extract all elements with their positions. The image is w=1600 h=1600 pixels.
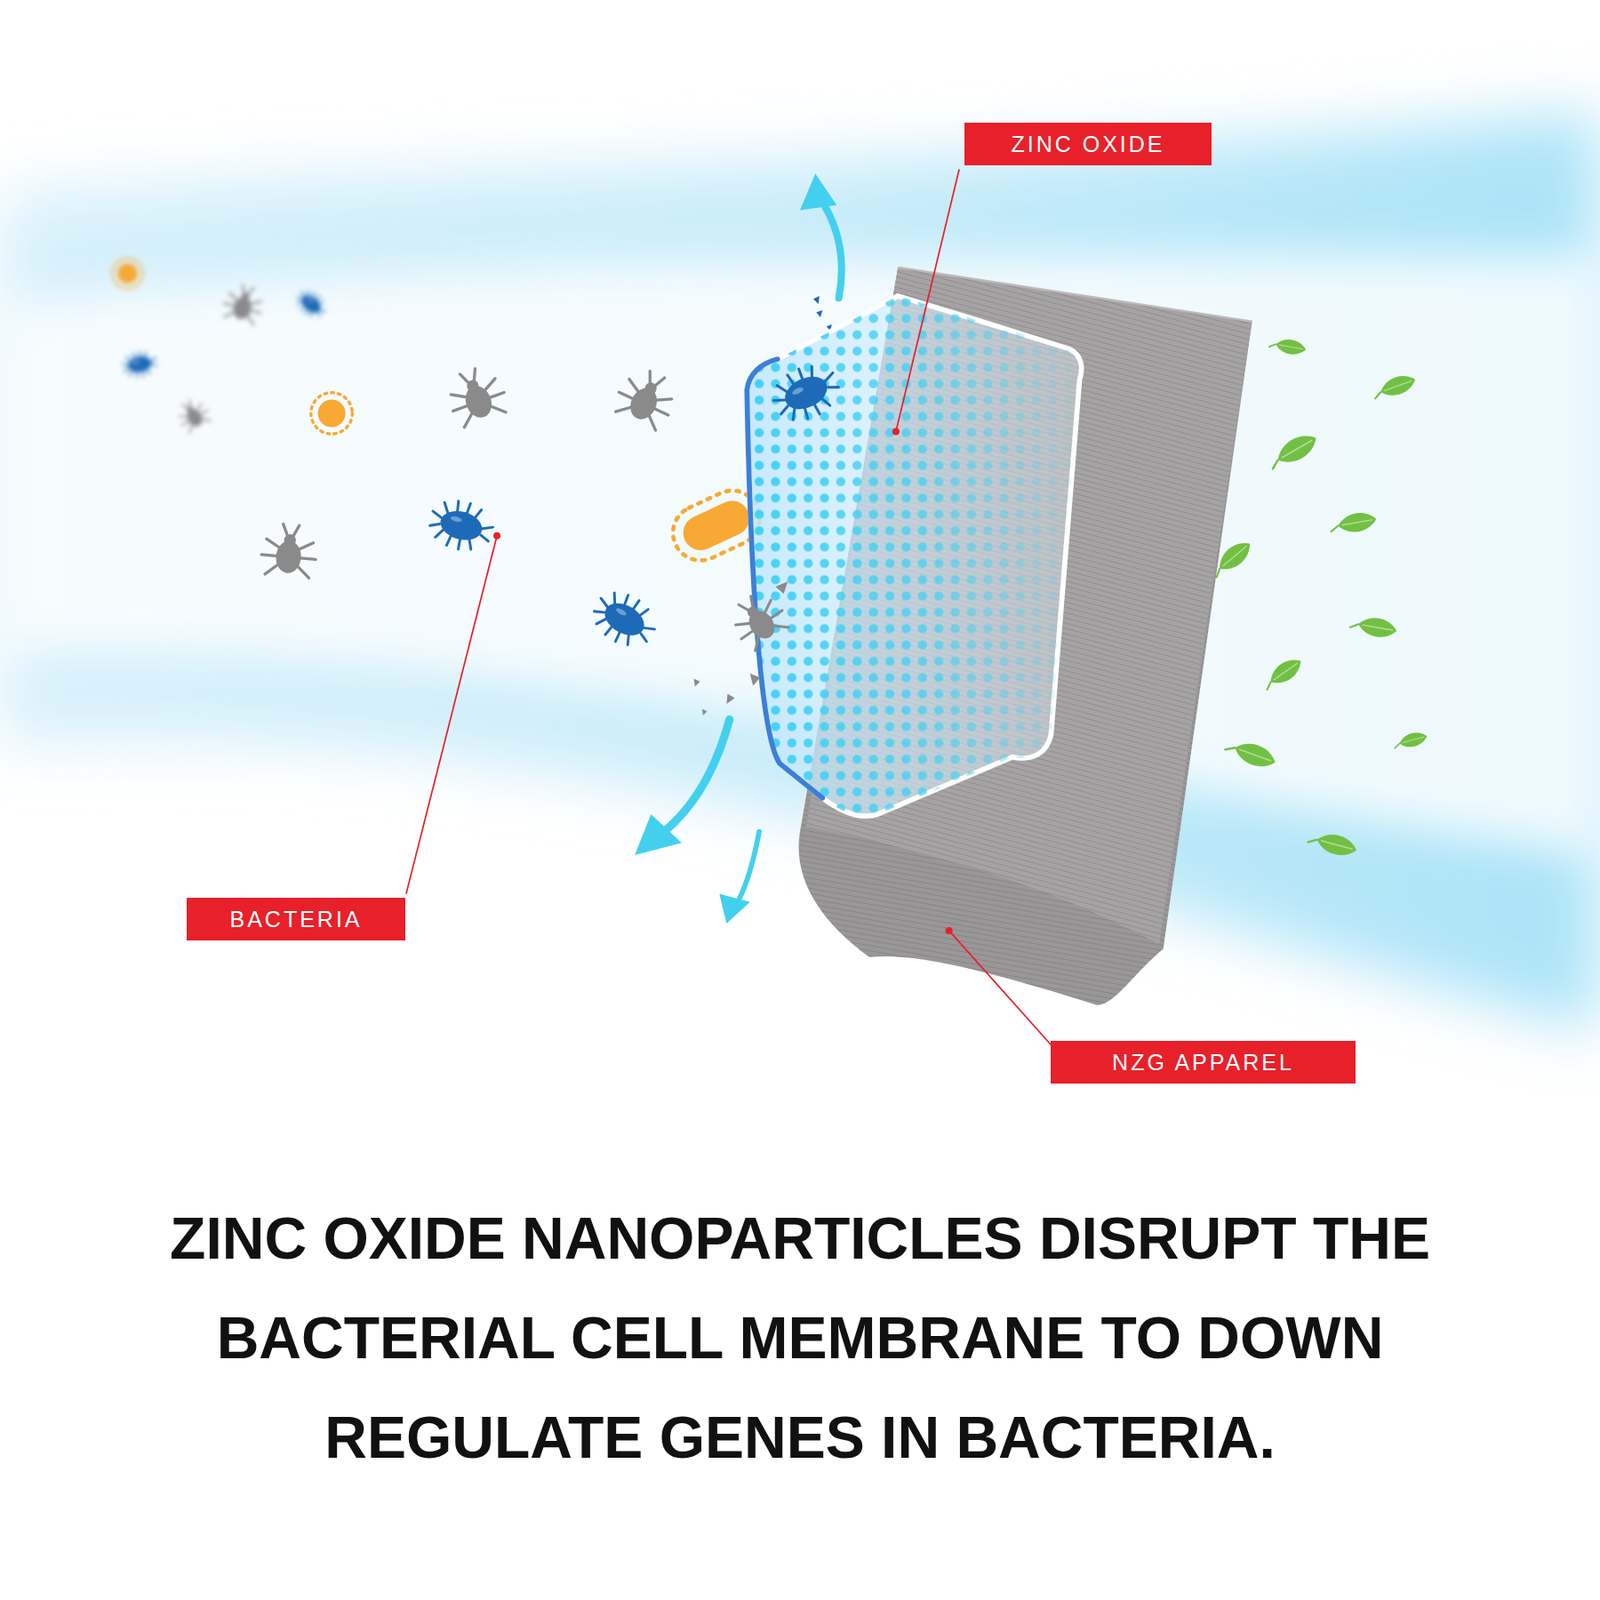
label-box: NZG APPAREL <box>1050 1040 1356 1084</box>
label-text: NZG APPAREL <box>1112 1051 1295 1074</box>
label-text: ZINC OXIDE <box>1010 133 1165 156</box>
label-box: ZINC OXIDE <box>964 122 1212 166</box>
label-box: BACTERIA <box>186 897 406 941</box>
label-text: BACTERIA <box>229 908 362 931</box>
caption: ZINC OXIDE NANOPARTICLES DISRUPT THE BAC… <box>106 1188 1494 1488</box>
